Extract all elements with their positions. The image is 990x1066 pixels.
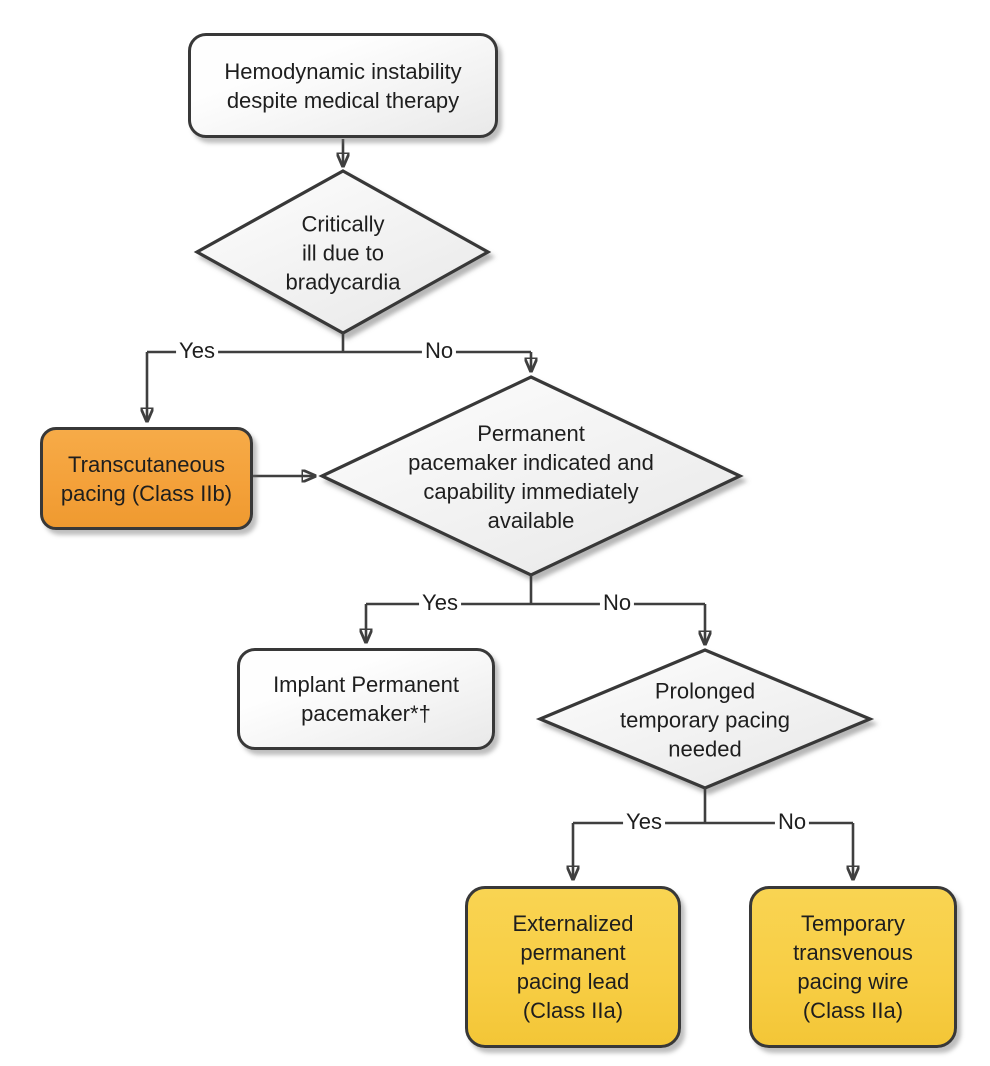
node-transvenous-pacing-wire: Temporary transvenous pacing wire (Class… — [749, 886, 957, 1048]
node-hemodynamic-instability-label: Hemodynamic instability despite medical … — [224, 58, 462, 113]
branch-label-critically-ill-no: No — [421, 337, 457, 364]
node-ppm-available-label: Permanent pacemaker indicated and capabi… — [408, 421, 654, 533]
node-hemodynamic-instability: Hemodynamic instability despite medical … — [188, 33, 498, 138]
connector-ppm-available-branch — [366, 575, 705, 644]
node-implant-permanent-pacemaker-label: Implant Permanent pacemaker*† — [273, 672, 459, 726]
branch-label-critically-ill-yes: Yes — [176, 337, 218, 364]
node-transcutaneous-pacing: Transcutaneous pacing (Class IIb) — [40, 427, 253, 530]
connector-prolonged-pacing-branch — [573, 788, 853, 879]
node-transvenous-pacing-wire-label: Temporary transvenous pacing wire (Class… — [793, 911, 913, 1023]
branch-label-ppm-available-yes: Yes — [419, 589, 461, 616]
branch-label-ppm-available-no: No — [599, 589, 635, 616]
branch-label-prolonged-pacing-no: No — [774, 808, 810, 835]
node-externalized-pacing-lead-label: Externalized permanent pacing lead (Clas… — [512, 911, 634, 1023]
node-critically-ill-label: Critically ill due to bradycardia — [285, 211, 401, 295]
node-implant-permanent-pacemaker: Implant Permanent pacemaker*† — [237, 648, 495, 750]
node-transcutaneous-pacing-label: Transcutaneous pacing (Class IIb) — [60, 451, 233, 506]
branch-label-prolonged-pacing-yes: Yes — [623, 808, 665, 835]
node-externalized-pacing-lead: Externalized permanent pacing lead (Clas… — [465, 886, 681, 1048]
node-prolonged-pacing-label: Prolonged temporary pacing needed — [620, 678, 790, 762]
